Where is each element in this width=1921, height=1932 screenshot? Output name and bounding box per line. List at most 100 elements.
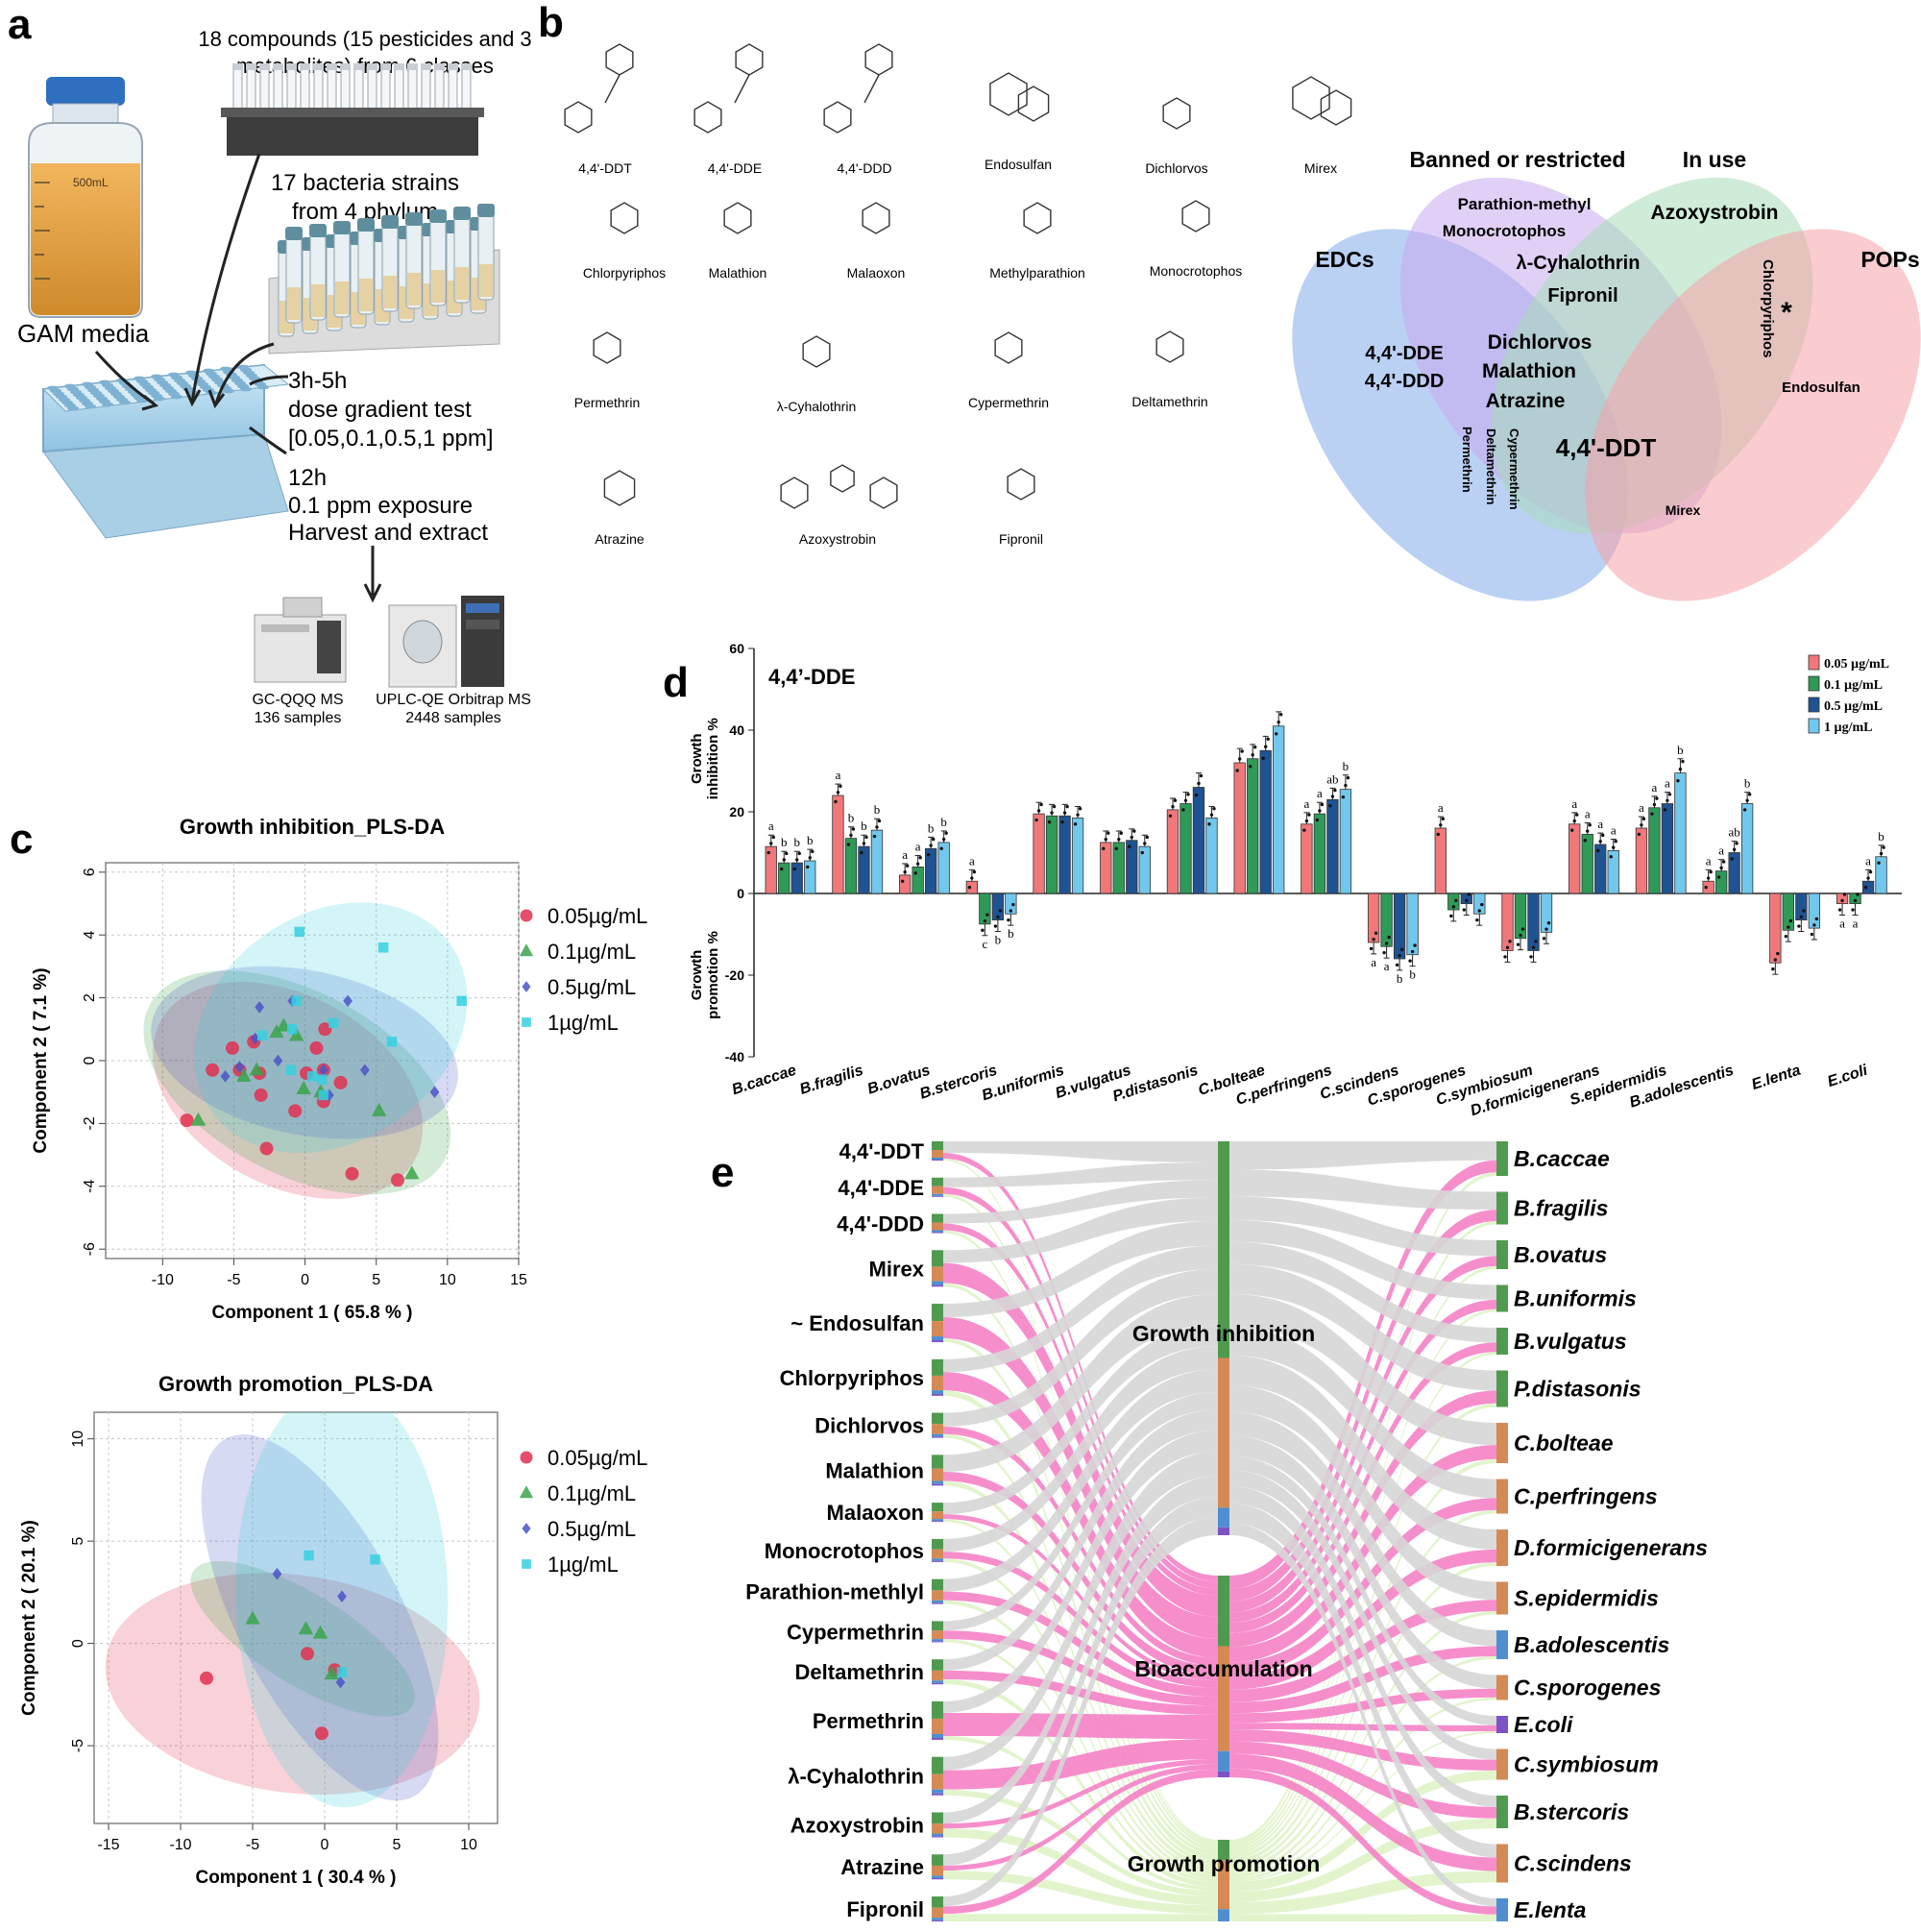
structure-name: Fipronil [999,531,1043,547]
bar-B.fragilis-0.5 µg/mL [858,845,870,894]
replicate-dot [834,799,838,804]
point-1µg/mL [318,1089,329,1101]
legend-label: 0.1 µg/mL [1824,678,1883,693]
link-Endosulfan-Growth inhibition [943,1220,1218,1318]
replicate-dot [875,825,879,829]
significance-letter: a [1585,806,1591,820]
replicate-dot [1441,817,1446,821]
link-Deltamethrin-Growth inhibition [943,1409,1218,1671]
replicate-dot [811,849,815,854]
structure-4: Dichlorvos [1145,97,1208,176]
left-node-label: 4,4'-DDD [837,1212,924,1236]
y-tick-label: 40 [729,722,744,738]
replicate-dot [967,885,972,890]
point-0.5µg/mL [318,1064,328,1077]
bar-B.uniformis-0.5 µg/mL [1058,815,1071,894]
y-tick-label: 0 [737,886,744,901]
structure-name: Malathion [709,265,767,281]
bar-C.bolteae-1 µg/mL [1273,725,1285,894]
replicate-dot [1877,861,1881,865]
x-tick-label: 0 [321,1837,329,1853]
bar-B.adolescentis-1 µg/mL [1740,803,1754,894]
ylabel-inhibition: Growth [689,734,705,785]
replicate-dot [769,842,773,845]
replicate-dot [1475,917,1479,922]
replicate-dot [929,844,933,847]
legend-label: 0.1µg/mL [547,1481,636,1505]
replicate-dot [1676,778,1680,783]
replicate-dot [1505,945,1510,949]
replicate-dot [1382,950,1386,955]
significance-letter: ab [1326,771,1338,786]
left-node-segment [932,1877,943,1880]
data-points [200,1550,380,1741]
point-0.5µg/mL [429,1086,440,1098]
point-1µg/mL [304,1550,314,1561]
replicate-dot [792,867,796,871]
significance-letter: b [807,833,814,847]
venn-item: Chlorpyriphos [1760,259,1776,358]
replicate-dot [1747,793,1752,796]
left-node-segment [932,1250,943,1267]
structure-name: Methylparathion [989,265,1085,281]
replicate-dot [1771,966,1775,971]
replicate-dot [1787,925,1790,929]
right-node [1496,1141,1508,1176]
replicate-dot [1520,927,1525,931]
replicate-dot [1240,749,1244,753]
bar-B.ovatus-0.05 µg/mL [899,874,912,894]
replicate-dot [1252,746,1257,749]
replicate-dot [1266,737,1270,741]
left-node-segment [932,1700,943,1719]
replicate-dot [851,827,856,831]
replicate-dot [1716,875,1721,879]
replicate-dot [1145,835,1149,840]
y-tick-label: -40 [725,1049,744,1064]
right-node-label: B.uniformis [1514,1286,1637,1311]
venn-set-pops [1585,229,1921,601]
structure-name: Atrazine [595,531,644,547]
significance-letter: b [1744,776,1751,791]
bar-legend: 0.05 µg/mL0.1 µg/mL0.5 µg/mL1 µg/mL [1808,654,1889,735]
replicate-dot [846,843,851,846]
link-4,4'-DDT-Growth promotion [943,1159,1218,1842]
left-node-segment [932,1670,943,1681]
replicate-dot [1050,811,1054,815]
structure-12: λ-Cyhalothrin [777,335,856,414]
left-node-segment [932,1682,943,1685]
point-0.5µg/mL [220,1070,231,1083]
point-1µg/mL [328,1017,339,1029]
link-Fipronil-Growth promotion [943,1914,1218,1921]
venn-item: 4,4'-DDE [1365,343,1443,364]
left-node-label: Dichlorvos [815,1414,924,1438]
right-node-label: B.vulgatus [1514,1329,1627,1354]
point-0.1µg/mL [236,1067,252,1082]
replicate-dot [1132,829,1136,833]
replicate-dot [1788,918,1793,923]
point-0.1µg/mL [519,943,534,957]
significance-letter: a [1839,917,1845,931]
replicate-dot [1797,924,1801,928]
link-Fipronil-Growth inhibition [943,1516,1218,1907]
replicate-dot [862,842,866,845]
right-node [1496,1423,1508,1463]
link-Growth inhibition-C.bolteae [1229,1293,1496,1446]
replicate-dot [797,851,801,856]
point-0.05µg/mL [309,1040,324,1055]
right-node-label: B.adolescentis [1514,1632,1669,1657]
right-node-label: E.coli [1514,1712,1573,1737]
venn-item-center: 4,4'-DDT [1556,433,1657,462]
point-1µg/mL [291,995,302,1007]
link-Azoxystrobin-Growth promotion [943,1828,1218,1906]
bar-B.adolescentis-0.1 µg/mL [1714,870,1728,894]
replicate-dot [860,850,863,855]
venn-item: Mirex [1666,502,1701,518]
left-node-segment [932,1639,943,1642]
link-Parathion-methlyl-Growth inhibition [943,1369,1218,1592]
middle-node-segment [1218,1507,1229,1528]
replicate-dot [1007,917,1010,922]
data-points [180,926,467,1187]
significance-letter: ab [1728,825,1739,840]
